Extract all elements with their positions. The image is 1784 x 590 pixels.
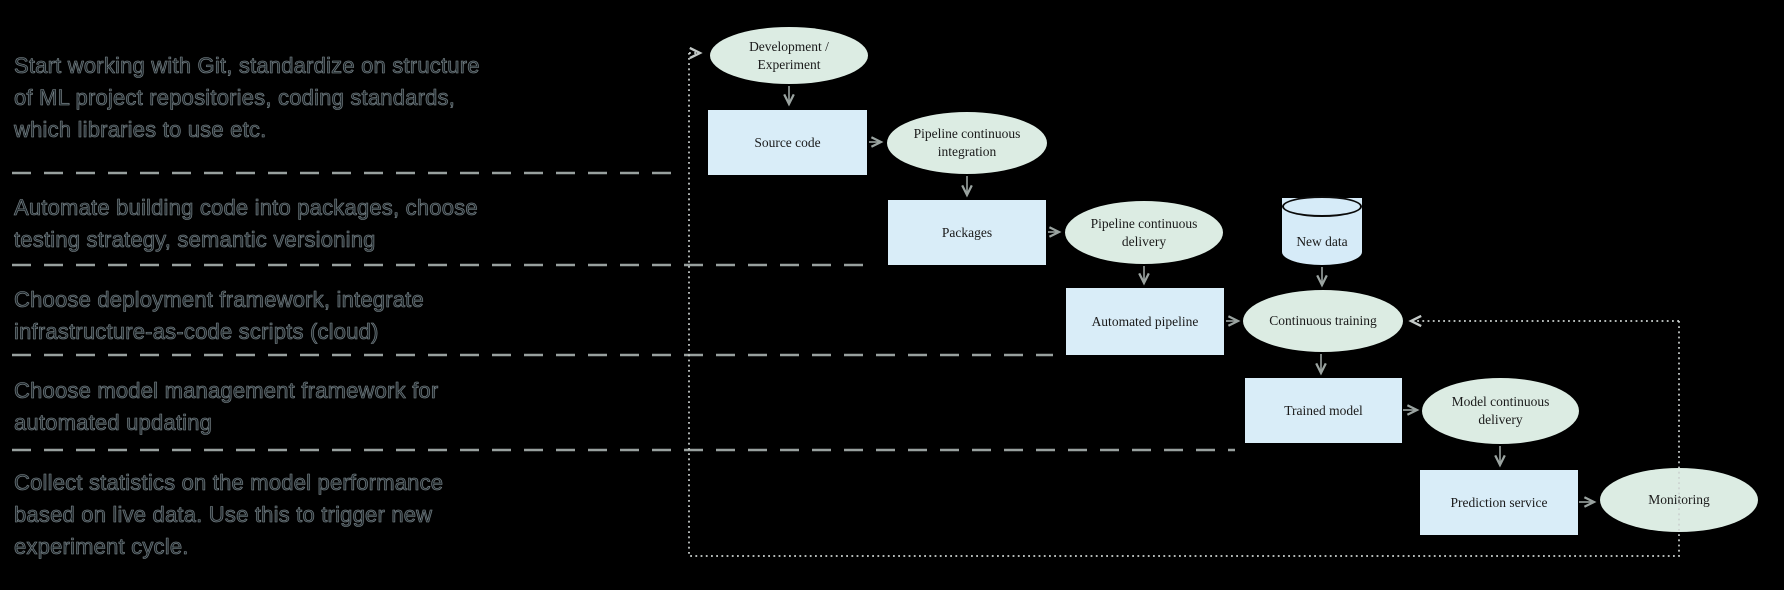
note-monitoring-stats: Collect statistics on the model performa… <box>14 470 444 560</box>
node-continuous-training: Continuous training <box>1243 290 1403 352</box>
note-build-automation: Automate building code into packages, ch… <box>14 195 478 253</box>
node-automated-pipeline: Automated pipeline <box>1066 288 1224 355</box>
node-packages: Packages <box>888 200 1046 265</box>
node-pipeline-continuous-integration: Pipeline continuous integration <box>887 112 1047 174</box>
node-model-continuous-delivery: Model continuous delivery <box>1422 378 1579 444</box>
node-source-code: Source code <box>708 110 867 175</box>
node-prediction-service: Prediction service <box>1420 470 1578 535</box>
note-deployment: Choose deployment framework, integrate i… <box>14 287 424 345</box>
node-trained-model: Trained model <box>1245 378 1402 443</box>
node-pipeline-continuous-delivery: Pipeline continuous delivery <box>1065 201 1223 264</box>
note-model-management: Choose model management framework for au… <box>14 378 439 436</box>
node-development-experiment: Development / Experiment <box>710 27 868 84</box>
note-version-control: Start working with Git, standardize on s… <box>14 53 480 143</box>
node-monitoring: Monitoring <box>1600 468 1758 532</box>
node-new-data-database: New data <box>1282 196 1362 265</box>
